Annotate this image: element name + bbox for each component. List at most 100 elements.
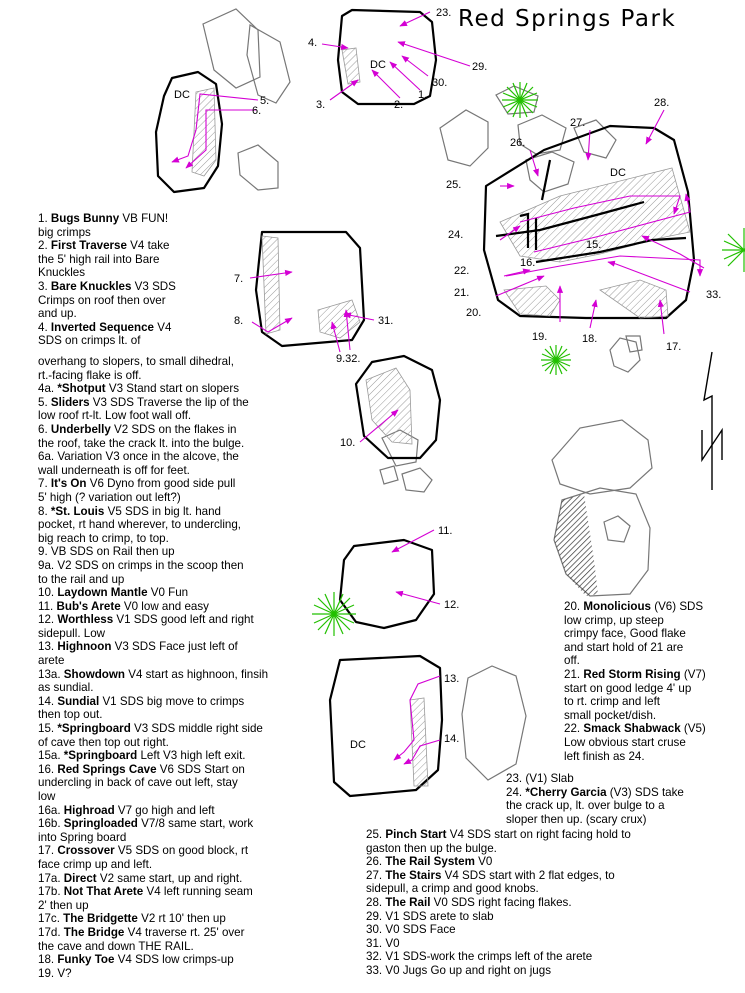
route-name: Underbelly — [50, 422, 111, 436]
route-line: of cave then top out right. — [38, 735, 169, 749]
route-line: 28. The Rail V0 SDS right facing flakes. — [366, 896, 744, 910]
route-line: 17b. Not That Arete V4 left running seam — [38, 885, 338, 899]
route-name: First Traverse — [50, 239, 127, 253]
hatched-wall — [554, 494, 598, 596]
route-line: 33. V0 Jugs Go up and right on jugs — [366, 964, 744, 978]
route-number: 21. — [564, 667, 584, 681]
svg-text:29.: 29. — [472, 61, 487, 73]
route-number: 30. — [366, 923, 383, 937]
route-line: the roof, take the crack lt. into the bu… — [38, 436, 245, 450]
route-number: 16b. — [38, 817, 64, 831]
route-line: then top out. — [38, 708, 103, 722]
route-line: and start hold of 21 are — [564, 640, 684, 654]
svg-text:27.: 27. — [570, 117, 585, 129]
svg-text:31.: 31. — [378, 315, 393, 327]
route-desc: V6 Dyno from good side pull — [86, 477, 236, 491]
svg-text:DC: DC — [610, 167, 626, 179]
route-line: the crack up, lt. over bulge to a — [506, 799, 665, 813]
route-desc: V2 rt 10' then up — [137, 912, 226, 926]
route-desc: V1 SDS arete to slab — [382, 909, 494, 923]
svg-text:4.: 4. — [308, 37, 317, 49]
route-line: 4a. *Shotput V3 Stand start on slopers — [38, 382, 338, 396]
route-desc: VB SDS on Rail then up — [47, 545, 175, 559]
route-name: *Shotput — [57, 382, 106, 396]
boulder-cave — [482, 124, 696, 320]
route-number: 4a. — [38, 382, 58, 396]
route-line: low crimp, up steep — [564, 613, 664, 627]
cave-lines — [495, 159, 687, 264]
svg-text:14.: 14. — [444, 733, 459, 745]
route-desc: V5 SDS on good block, rt — [114, 844, 249, 858]
route-name: Springloaded — [63, 817, 138, 831]
route-number: 11. — [38, 599, 57, 613]
svg-text:23.: 23. — [436, 7, 451, 19]
route-name: The Bridge — [63, 925, 125, 939]
svg-text:30.: 30. — [432, 77, 447, 89]
route-number: 12. — [38, 613, 58, 627]
route-line: low — [38, 790, 56, 803]
route-line: 5. Sliders V3 SDS Traverse the lip of th… — [38, 396, 338, 410]
route-desc: (V3) SDS take — [606, 785, 684, 799]
route-line: face crimp up and left. — [38, 857, 153, 871]
route-line: 21. Red Storm Rising (V7) — [564, 668, 744, 682]
route-lines — [171, 11, 705, 765]
svg-text:24.: 24. — [448, 229, 463, 241]
route-line: 13a. Showdown V4 start as highnoon, fins… — [38, 668, 338, 682]
svg-text:28.: 28. — [654, 97, 669, 109]
route-desc: V7 go high and left — [114, 803, 215, 817]
route-name: Laydown Mantle — [57, 586, 148, 600]
route-name: Pinch Start — [385, 828, 447, 841]
route-desc: V0 SDS Face — [382, 923, 456, 937]
route-name: Monolicious — [583, 600, 651, 613]
page-title: Red Springs Park — [458, 6, 677, 32]
route-desc: V5 SDS in big lt. hand — [104, 504, 222, 518]
route-line: 17d. The Bridge V4 traverse rt. 25' over — [38, 926, 338, 940]
route-line: SDS on crimps lt. of — [38, 334, 141, 348]
route-number: 16. — [38, 762, 58, 776]
route-name: Funky Toe — [57, 953, 115, 967]
route-line: undercling in back of cave out left, sta… — [38, 776, 238, 790]
route-line: 27. The Stairs V4 SDS start with 2 flat … — [366, 869, 744, 883]
route-line: 15. *Springboard V3 SDS middle right sid… — [38, 722, 338, 736]
route-desc: V2 same start, up and right. — [96, 871, 243, 885]
route-desc: V3 SDS Face just left of — [111, 640, 238, 654]
route-desc: (V1) Slab — [522, 772, 574, 785]
route-name: The Bridgette — [63, 912, 138, 926]
trees — [312, 82, 745, 636]
route-desc: V6 SDS Start on — [156, 762, 245, 776]
route-desc: V3 SDS Traverse the lip of the — [89, 395, 249, 409]
svg-text:22.: 22. — [454, 265, 469, 277]
route-desc: VB FUN! — [119, 212, 169, 225]
route-name: Sliders — [50, 395, 90, 409]
route-number: 23. — [506, 772, 523, 785]
route-line: gaston then up the bulge. — [366, 841, 497, 855]
route-number: 15a. — [38, 749, 64, 763]
svg-text:10.: 10. — [340, 437, 355, 449]
svg-text:DC: DC — [370, 59, 386, 71]
route-line: 15a. *Springboard Left V3 high left exit… — [38, 749, 338, 763]
route-line: 13. Highnoon V3 SDS Face just left of — [38, 640, 338, 654]
route-line: 26. The Rail System V0 — [366, 855, 744, 869]
route-line: 17c. The Bridgette V2 rt 10' then up — [38, 912, 338, 926]
route-desc: V3 SDS — [131, 279, 176, 293]
route-line: off. — [564, 654, 580, 668]
route-desc: V4 start as highnoon, finsih — [124, 667, 269, 681]
route-number: 18. — [38, 953, 58, 967]
route-line: 24. *Cherry Garcia (V3) SDS take — [506, 786, 742, 800]
route-line: overhang to slopers, to small dihedral, — [38, 355, 234, 368]
route-number: 17a. — [38, 871, 64, 885]
svg-text:5.: 5. — [260, 95, 269, 107]
route-desc: V0 — [382, 936, 400, 950]
route-number: 10. — [38, 586, 58, 600]
route-line: low roof rt-lt. Low foot wall off. — [38, 409, 192, 423]
route-number: 32. — [366, 950, 383, 964]
route-line: 9a. V2 SDS on crimps in the scoop then — [38, 559, 338, 573]
route-desc: V0 SDS right facing flakes. — [430, 895, 572, 909]
boulder-bubs — [338, 538, 436, 630]
route-line: 8. *St. Louis V5 SDS in big lt. hand — [38, 505, 338, 519]
route-name: Inverted Sequence — [50, 320, 154, 334]
svg-text:1.: 1. — [418, 89, 427, 101]
